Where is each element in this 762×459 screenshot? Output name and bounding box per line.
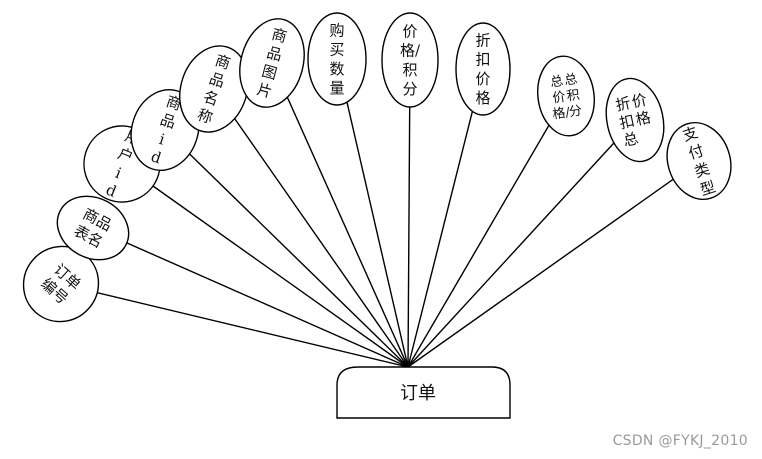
entity-shape	[336, 366, 511, 419]
attribute-label: 支付类型	[680, 123, 717, 199]
attribute-ellipse	[56, 195, 130, 261]
edge-total-price-points	[407, 124, 550, 368]
attribute-discount-price: 折扣价格	[455, 22, 511, 116]
attribute-ellipse	[666, 121, 732, 201]
watermark: CSDN @FYKJ_2010	[612, 433, 748, 449]
edge-user-id	[152, 185, 409, 368]
attribute-ellipse	[381, 12, 439, 108]
attribute-product-table-name: 商品表名	[56, 195, 130, 261]
edge-price-points	[407, 106, 411, 368]
entity-label: 订单	[400, 383, 436, 404]
attribute-discount-total-price: 折扣总价格	[605, 77, 665, 163]
attribute-quantity: 购买数量	[307, 12, 367, 106]
attribute-label: 总价格/总积分	[547, 72, 583, 123]
edge-product-table-name	[126, 242, 409, 368]
attribute-ellipse	[605, 77, 665, 163]
attribute-ellipse	[239, 18, 305, 108]
attribute-product-name: 商品名称	[179, 45, 249, 133]
edges	[97, 96, 674, 368]
edge-product-image	[286, 96, 409, 368]
edge-order-no	[97, 292, 409, 368]
edge-discount-total-price	[407, 142, 615, 368]
edge-quantity	[346, 102, 409, 368]
attribute-product-image: 商品图片	[239, 18, 305, 108]
attribute-price-points: 价格/积分	[381, 12, 439, 108]
attribute-label: 购买数量	[329, 22, 344, 97]
attribute-label: 价格/积分	[400, 23, 421, 98]
attribute-ellipse	[455, 22, 511, 116]
attribute-label: 商品名称	[195, 51, 232, 127]
attribute-ellipse	[307, 12, 367, 106]
attribute-ellipse	[537, 55, 595, 137]
edge-discount-price	[407, 111, 474, 368]
attributes: 订单编号商品表名用户id商品id商品名称商品图片购买数量价格/积分折扣价格总价格…	[22, 12, 732, 323]
attribute-order-no: 订单编号	[22, 245, 100, 323]
edge-product-name	[234, 118, 409, 368]
attribute-total-price-points: 总价格/总积分	[537, 55, 595, 137]
entity-order: 订单	[336, 366, 511, 419]
attribute-label: 商品图片	[255, 25, 289, 101]
edge-product-id	[189, 153, 409, 368]
edge-payment-type	[407, 178, 674, 368]
attribute-payment-type: 支付类型	[666, 121, 732, 201]
attribute-label: 折扣价格	[475, 32, 490, 107]
attribute-label: 折扣总价格	[614, 91, 656, 150]
